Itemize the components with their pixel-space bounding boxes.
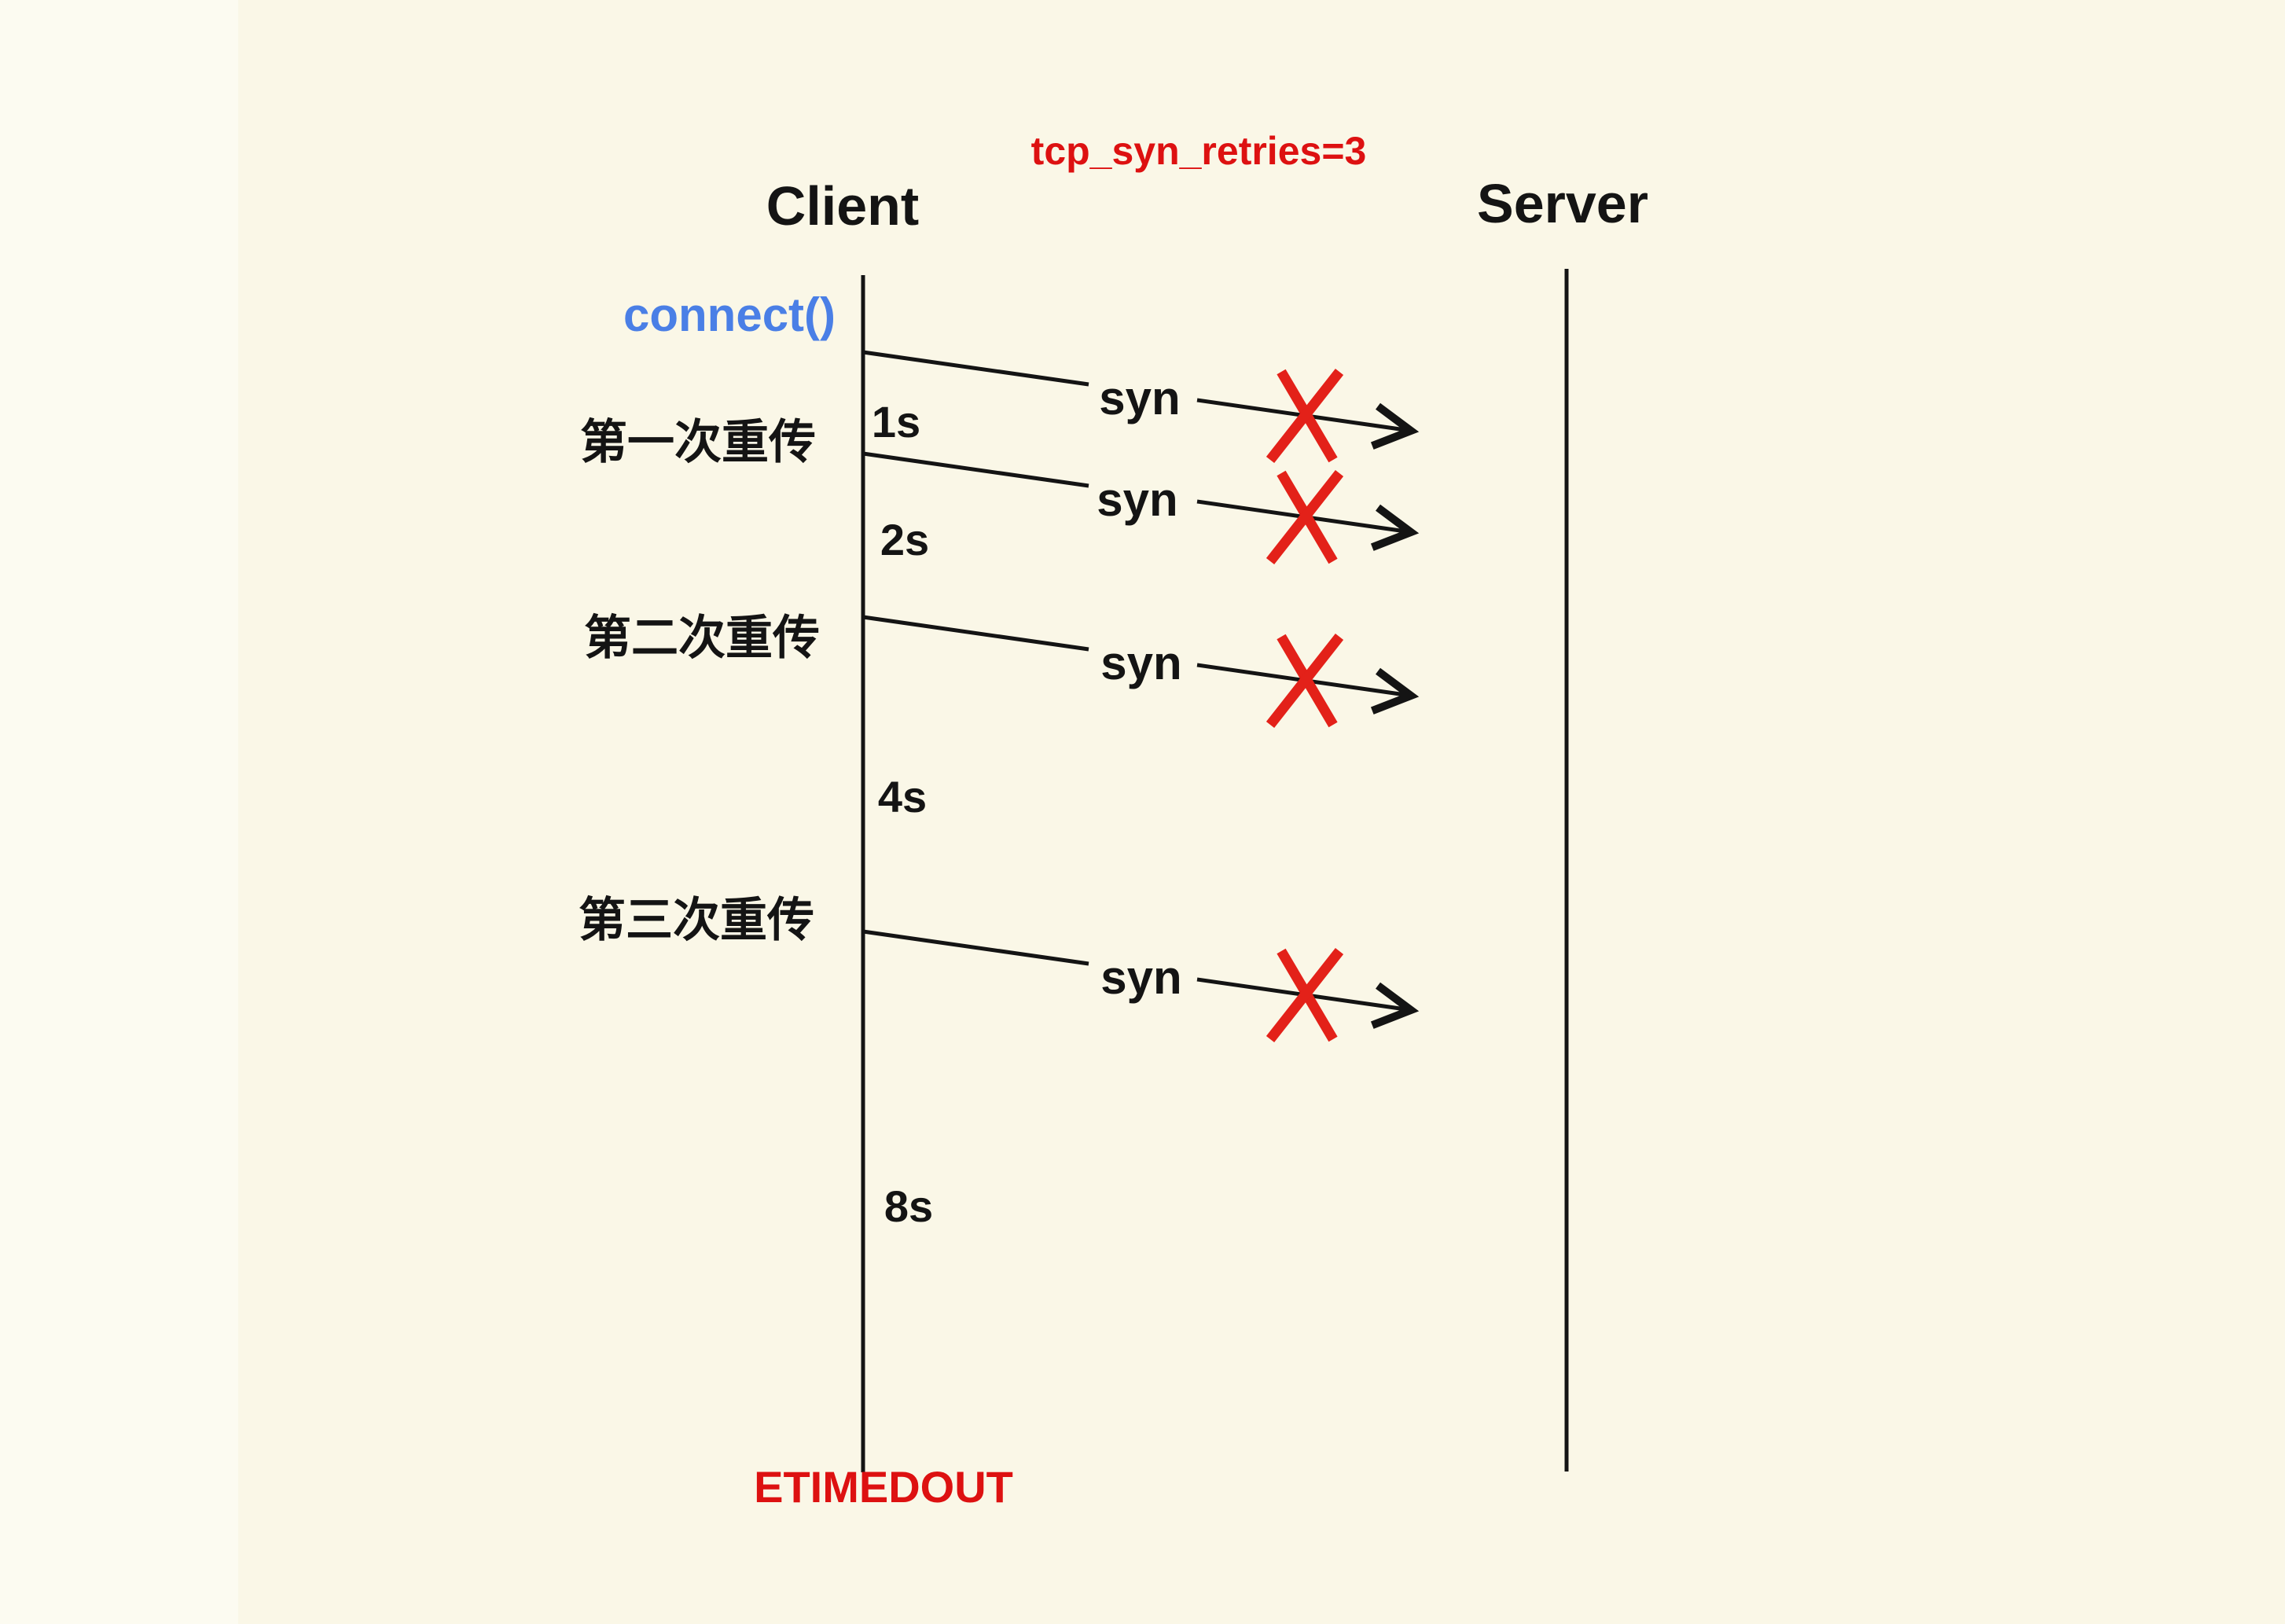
syn-packet-label-4: syn (1100, 951, 1182, 1004)
etimedout-error-label: ETIMEDOUT (754, 1462, 1013, 1512)
syn-packet-label-1: syn (1099, 372, 1181, 424)
packet-loss-x-icon (1266, 947, 1344, 1043)
syn-arrow-1 (862, 350, 1420, 464)
syn-arrow-2 (862, 451, 1420, 565)
syn-arrow-3 (862, 615, 1420, 729)
wait-time-1s: 1s (871, 397, 921, 446)
retry-1-label: 第一次重传 (580, 416, 816, 468)
wait-time-2s: 2s (880, 515, 930, 564)
wait-time-4s: 4s (877, 772, 928, 821)
packet-loss-x-icon (1266, 368, 1344, 464)
diagram-title: tcp_syn_retries=3 (1030, 129, 1367, 173)
syn-packet-label-3: syn (1100, 637, 1182, 689)
packet-loss-x-icon (1266, 469, 1344, 565)
background-left-strip (0, 0, 238, 1624)
syn-packet-label-2: syn (1097, 473, 1178, 526)
wait-time-8s: 8s (884, 1181, 934, 1231)
server-actor-label: Server (1477, 173, 1648, 234)
retry-3-label: 第三次重传 (579, 894, 814, 946)
packet-loss-x-icon (1266, 633, 1344, 729)
syn-arrow-4 (862, 929, 1420, 1043)
connect-call-label: connect() (623, 288, 836, 341)
retry-2-label: 第二次重传 (584, 612, 820, 664)
client-actor-label: Client (766, 175, 920, 237)
